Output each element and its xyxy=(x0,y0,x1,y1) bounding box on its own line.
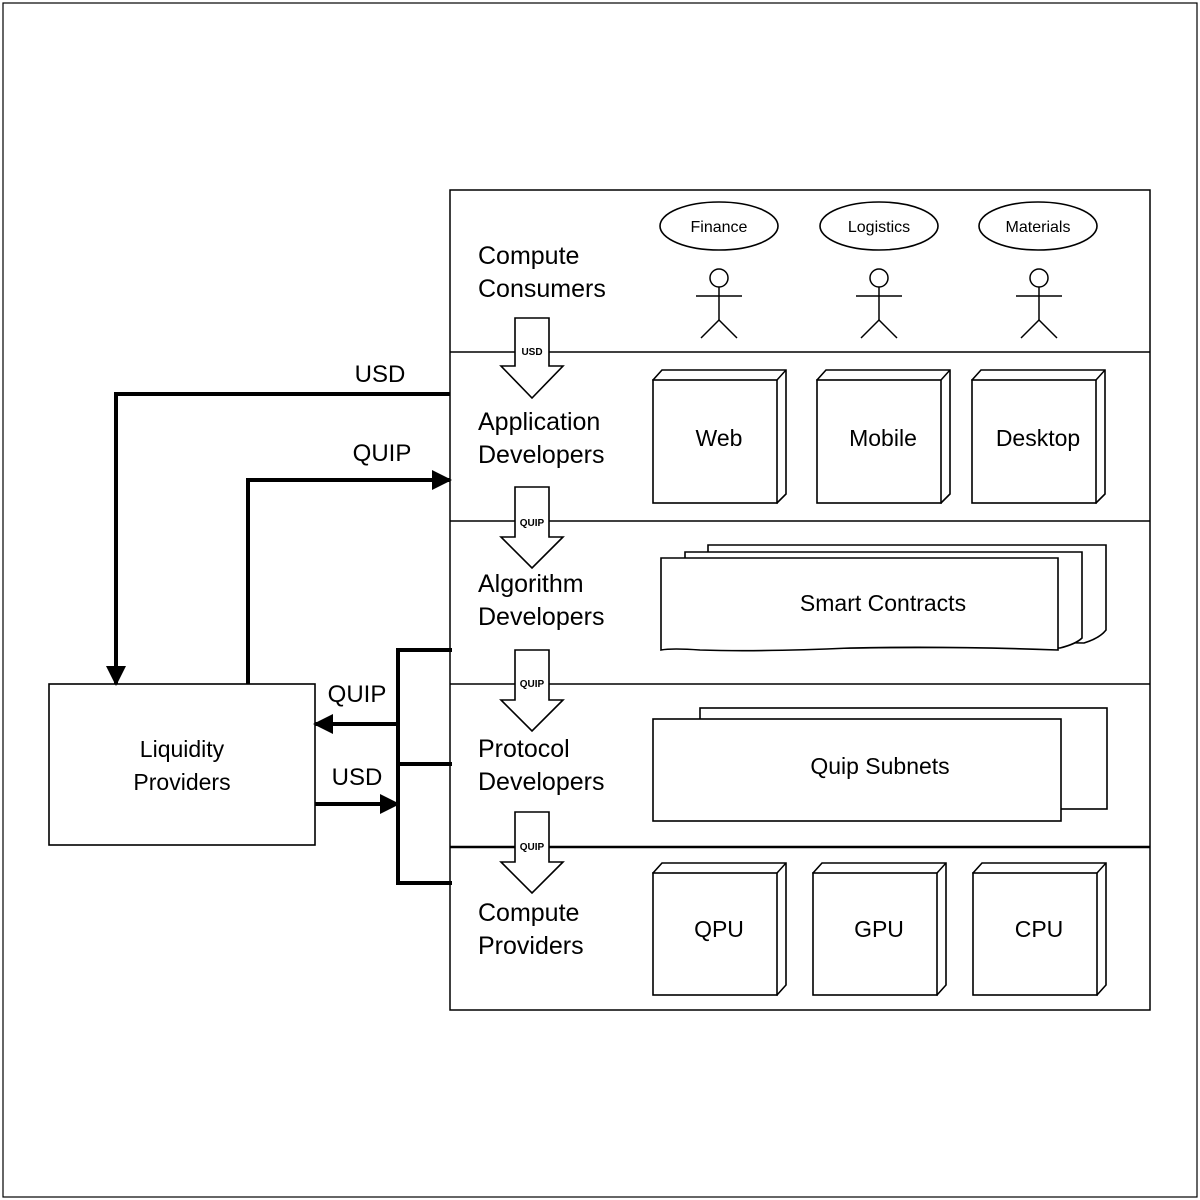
usd-flow-top: USD xyxy=(106,361,450,686)
layer-label: Compute xyxy=(478,242,579,270)
app-label: Web xyxy=(696,425,743,451)
consumer-oval xyxy=(819,201,939,251)
liquidity-label: Liquidity xyxy=(140,736,225,762)
quip-subnets-stack: Quip Subnets xyxy=(652,707,1108,822)
down-arrow-icon: QUIP xyxy=(499,486,565,570)
down-arrow-icon: QUIP xyxy=(499,811,565,895)
quip-flow-top: QUIP xyxy=(246,440,452,684)
usd-flow-bottom: USD xyxy=(315,764,400,814)
flow-label: QUIP xyxy=(353,440,412,467)
consumer-logistics: Logistics xyxy=(819,201,939,251)
layer-application-developers: Application Developers xyxy=(478,408,604,469)
layer-label: Providers xyxy=(478,932,584,960)
hardware-box-qpu: QPU xyxy=(651,862,787,997)
app-box-desktop: Desktop xyxy=(970,369,1106,505)
flow-label: USD xyxy=(332,764,383,791)
consumer-label: Materials xyxy=(1006,219,1071,236)
liquidity-providers-box: Liquidity Providers xyxy=(48,683,316,846)
app-box-web: Web xyxy=(651,369,787,505)
layer-protocol-developers: Protocol Developers xyxy=(478,735,604,796)
arrow-currency-label: QUIP xyxy=(520,518,545,529)
layer-label: Consumers xyxy=(478,275,606,303)
layer-label: Developers xyxy=(478,441,604,469)
quip-flow-bottom: QUIP xyxy=(313,681,398,734)
hardware-label: GPU xyxy=(854,916,904,942)
user-icon xyxy=(696,268,742,339)
flow-label: USD xyxy=(355,361,406,388)
layer-stack-frame xyxy=(449,189,1151,1011)
smart-contracts-label: Smart Contracts xyxy=(800,590,966,616)
consumer-label: Logistics xyxy=(848,219,910,236)
flow-label: QUIP xyxy=(328,681,387,708)
hardware-box-gpu: GPU xyxy=(811,862,947,997)
liquidity-label: Providers xyxy=(133,769,230,795)
layer-compute-providers: Compute Providers xyxy=(478,899,584,960)
user-icon xyxy=(1016,268,1062,339)
lower-layers-bracket xyxy=(396,648,452,885)
layer-label: Compute xyxy=(478,899,579,927)
consumer-materials: Materials xyxy=(978,201,1098,251)
arrow-currency-label: QUIP xyxy=(520,842,545,853)
smart-contracts-stack: Smart Contracts xyxy=(660,544,1107,652)
layer-algorithm-developers: Algorithm Developers xyxy=(478,570,604,631)
app-label: Desktop xyxy=(996,425,1080,451)
quip-subnets-label: Quip Subnets xyxy=(810,753,949,779)
consumer-oval xyxy=(978,201,1098,251)
hardware-label: CPU xyxy=(1015,916,1064,942)
user-icon xyxy=(856,268,902,339)
consumer-finance: Finance xyxy=(659,201,779,251)
hardware-label: QPU xyxy=(694,916,744,942)
down-arrow-icon: QUIP xyxy=(499,649,565,733)
layer-compute-consumers: Compute Consumers xyxy=(478,242,606,303)
layer-label: Developers xyxy=(478,603,604,631)
arrow-currency-label: QUIP xyxy=(520,679,545,690)
arrow-currency-label: USD xyxy=(521,347,542,358)
hardware-box-cpu: CPU xyxy=(971,862,1107,997)
app-box-mobile: Mobile xyxy=(815,369,951,505)
consumer-label: Finance xyxy=(691,219,748,236)
consumer-oval xyxy=(659,201,779,251)
layer-label: Developers xyxy=(478,768,604,796)
layer-label: Application xyxy=(478,408,600,436)
down-arrow-icon: USD xyxy=(499,317,565,400)
layer-label: Algorithm xyxy=(478,570,584,598)
app-label: Mobile xyxy=(849,425,917,451)
layer-label: Protocol xyxy=(478,735,570,763)
